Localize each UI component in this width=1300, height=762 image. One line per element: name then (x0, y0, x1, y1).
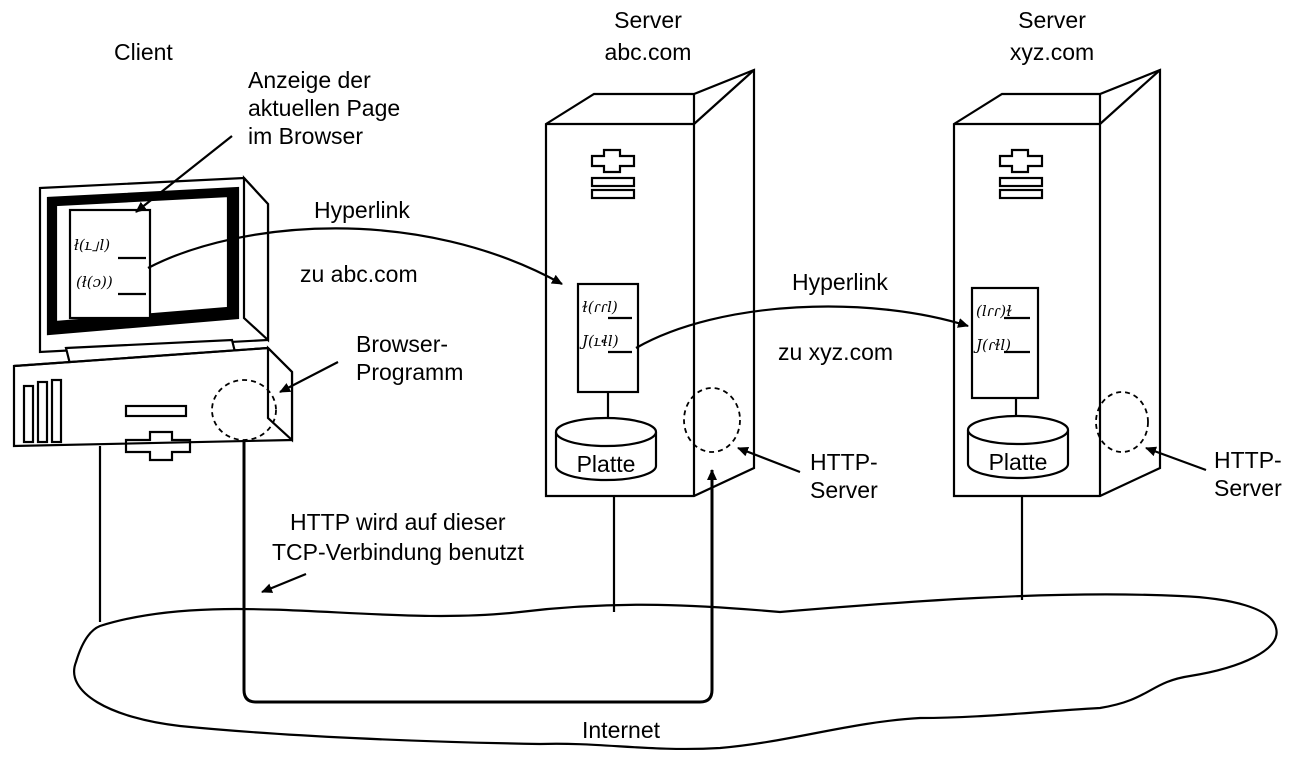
hyperlink-abc-label: Hyperlink (314, 197, 410, 223)
browser-program-label-line1: Browser- (356, 331, 448, 357)
server-xyz-label-line2: xyz.com (1010, 39, 1094, 65)
server-xyz-label-line1: Server (1018, 7, 1086, 33)
xyz-page-scribble-1: (lɾɾ)ɫ (976, 302, 1012, 320)
server-abc-label-line1: Server (614, 7, 682, 33)
http-server-xyz-label-line2: Server (1214, 475, 1282, 501)
browser-callout-arrow (279, 361, 339, 393)
browser-program-label-line2: Programm (356, 359, 463, 385)
tcp-callout-arrow (261, 572, 307, 594)
http-server-xyz-callout-arrow (1145, 446, 1207, 472)
http-server-abc-label-line1: HTTP- (810, 449, 878, 475)
display-label-line2: aktuellen Page (248, 95, 400, 121)
connector-icon (124, 430, 192, 462)
server-abc-connector-icon (590, 148, 636, 174)
display-label-line1: Anzeige der (248, 67, 371, 93)
client-page-scribble-2: (ł(ɔ)) (76, 273, 113, 291)
internet-label: Internet (582, 717, 661, 743)
disk-icon (966, 414, 1070, 480)
server-xyz (952, 68, 1162, 498)
http-server-xyz-marker (1095, 391, 1149, 453)
zu-abc-label: zu abc.com (300, 261, 418, 287)
xyz-page-icon (970, 286, 1040, 400)
server-abc (544, 68, 756, 498)
abc-page-scribble-2: J(ւɬl) (579, 332, 619, 350)
platte-xyz-label: Platte (989, 449, 1048, 475)
http-server-abc-marker (683, 387, 741, 453)
hyperlink-xyz-label: Hyperlink (792, 269, 888, 295)
xyz-page-scribble-2: J(ɾɫl) (973, 336, 1011, 354)
disk-icon (554, 416, 658, 482)
hyperlink-arrow-to-abc (147, 227, 563, 285)
zu-xyz-label: zu xyz.com (778, 339, 893, 365)
internet-cloud (73, 593, 1278, 751)
client-computer (12, 175, 294, 462)
abc-page-icon (576, 282, 640, 394)
tcp-label-line2: TCP-Verbindung benutzt (272, 539, 524, 565)
client-page-scribble-1: ł(ւ｣l) (74, 236, 110, 254)
tcp-connection-line (242, 440, 717, 704)
hyperlink-arrow-to-xyz (635, 305, 969, 349)
tcp-label-line1: HTTP wird auf dieser (290, 509, 506, 535)
abc-page-scribble-1: ɫ(ɾɾl) (582, 298, 618, 316)
display-callout-arrow (135, 135, 233, 213)
server-xyz-connector-icon (998, 148, 1044, 174)
client-page-icon (68, 208, 152, 320)
server-abc-label-line2: abc.com (605, 39, 692, 65)
http-server-abc-label-line2: Server (810, 477, 878, 503)
display-label-line3: im Browser (248, 123, 363, 149)
platte-abc-label: Platte (577, 451, 636, 477)
client-label: Client (114, 39, 173, 65)
http-server-abc-callout-arrow (737, 446, 801, 474)
http-server-xyz-label-line1: HTTP- (1214, 447, 1282, 473)
